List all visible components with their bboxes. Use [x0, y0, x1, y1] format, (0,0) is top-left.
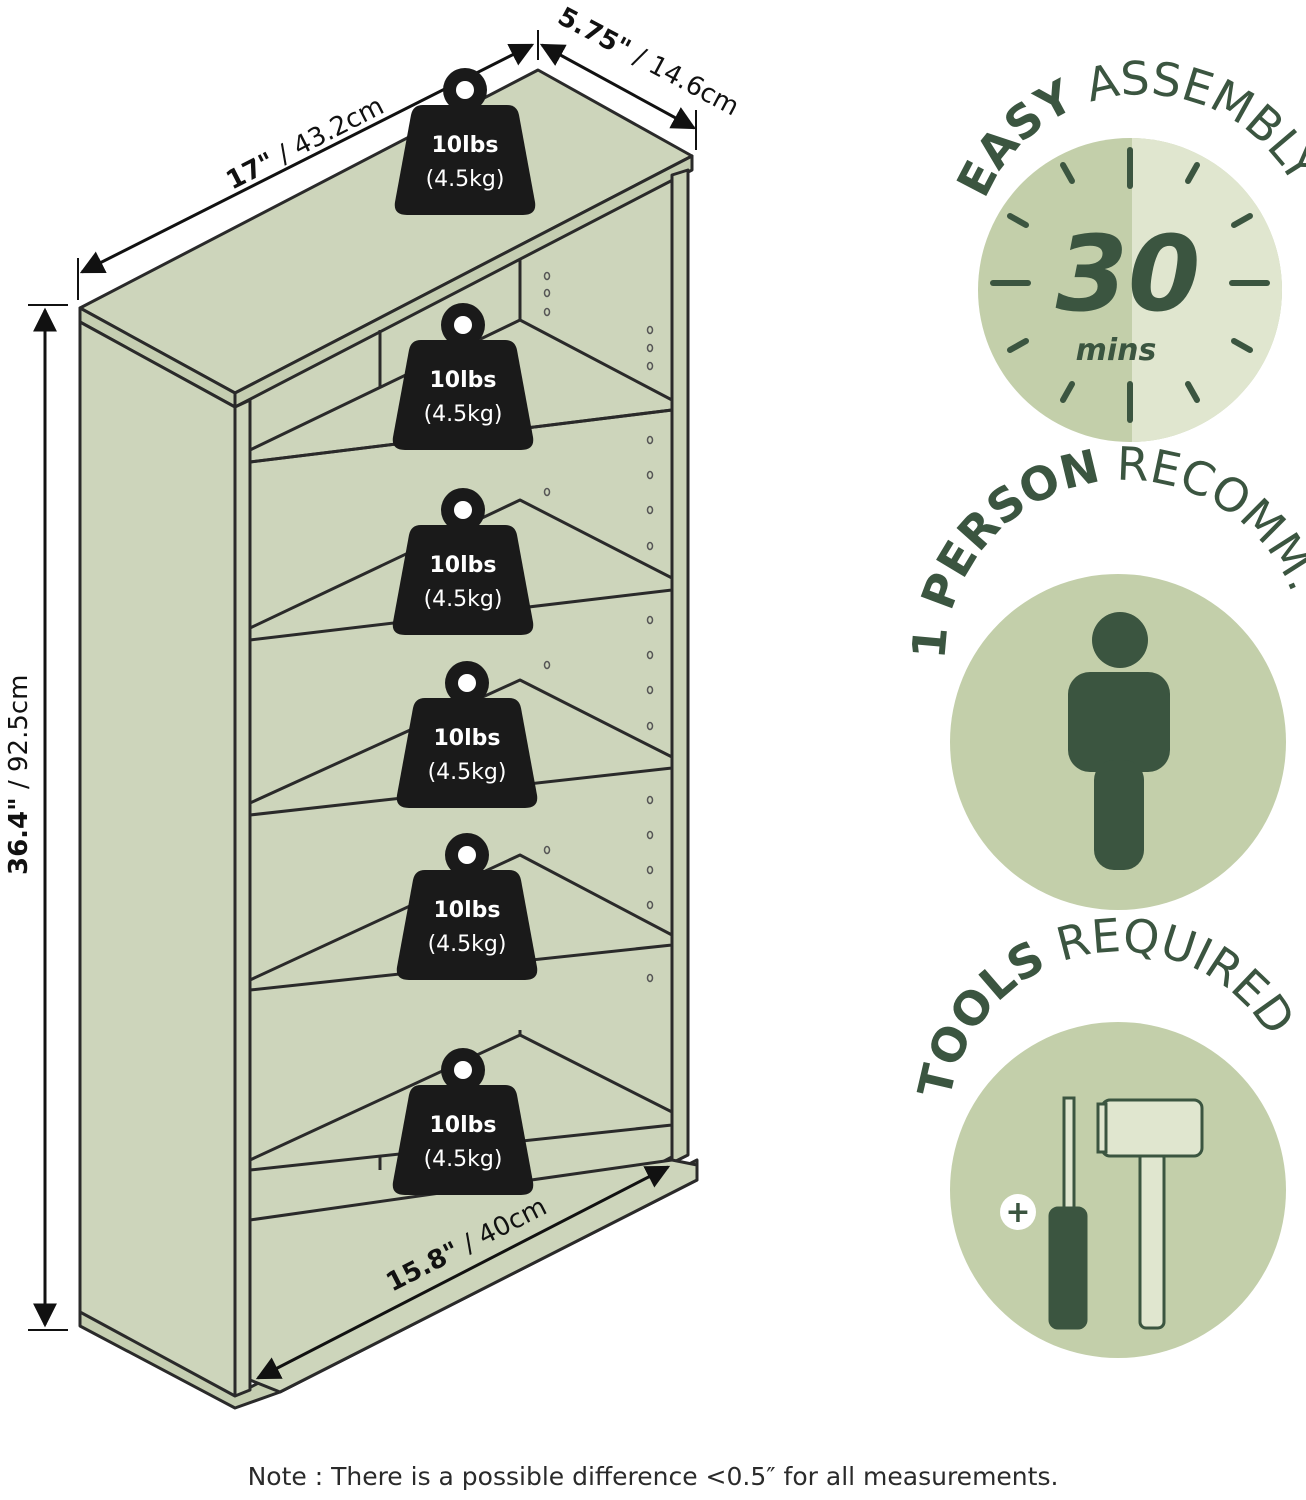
tools-badge: TOOLS REQUIRED + [907, 908, 1306, 1358]
phillips-plus-icon: + [1000, 1194, 1036, 1230]
weight-lbs-label: 10lbs [434, 898, 501, 923]
person-badge: 1 PERSON RECOMM. [901, 437, 1306, 910]
top-board-right [233, 154, 694, 409]
weight-icon: 10lbs (4.5kg) [396, 661, 538, 808]
weight-capacity-icons: 10lbs(4.5kg)10lbs(4.5kg)10lbs(4.5kg)10lb… [392, 68, 538, 1195]
weight-kg-label: (4.5kg) [428, 932, 507, 957]
assembly-time-unit: mins [1076, 333, 1157, 368]
weight-lbs-label: 10lbs [430, 368, 497, 393]
weight-lbs-label: 10lbs [432, 133, 499, 158]
weight-icon: 10lbs (4.5kg) [392, 303, 534, 450]
person-icon [1068, 612, 1170, 870]
inner-width-arrow [255, 1165, 671, 1380]
screwdriver-icon [1048, 1096, 1088, 1330]
svg-text:36.4" / 92.5cm: 36.4" / 92.5cm [4, 674, 34, 875]
weight-icon: 10lbs (4.5kg) [394, 68, 536, 215]
left-side-panel [78, 320, 252, 1398]
weight-lbs-label: 10lbs [430, 553, 497, 578]
height-label: 36.4" / 92.5cm [4, 674, 34, 875]
weight-kg-label: (4.5kg) [424, 402, 503, 427]
bookcase-illustration [78, 68, 699, 1410]
clock-half-light [1132, 138, 1282, 442]
weight-lbs-label: 10lbs [434, 726, 501, 751]
clock-ticks [990, 147, 1270, 423]
assembly-time: 30 [1056, 213, 1201, 335]
mallet-icon [1096, 1098, 1204, 1330]
tools-circle [950, 1022, 1286, 1358]
easy-assembly-badge: EASY ASSEMBLY 30 mins [946, 51, 1306, 442]
weight-kg-label: (4.5kg) [424, 1147, 503, 1172]
weight-kg-label: (4.5kg) [424, 587, 503, 612]
weight-lbs-label: 10lbs [430, 1113, 497, 1138]
shelf-pin-holes [543, 271, 654, 983]
weight-icon: 10lbs (4.5kg) [392, 1048, 534, 1195]
weight-kg-label: (4.5kg) [426, 167, 505, 192]
weight-icon: 10lbs (4.5kg) [396, 833, 538, 980]
depth-arrow [539, 43, 697, 130]
measurement-note: Note : There is a possible difference <0… [247, 1462, 1059, 1491]
weight-kg-label: (4.5kg) [428, 760, 507, 785]
weight-icon: 10lbs (4.5kg) [392, 488, 534, 635]
right-side-panel [670, 168, 690, 1165]
svg-text:+: + [1005, 1195, 1030, 1230]
